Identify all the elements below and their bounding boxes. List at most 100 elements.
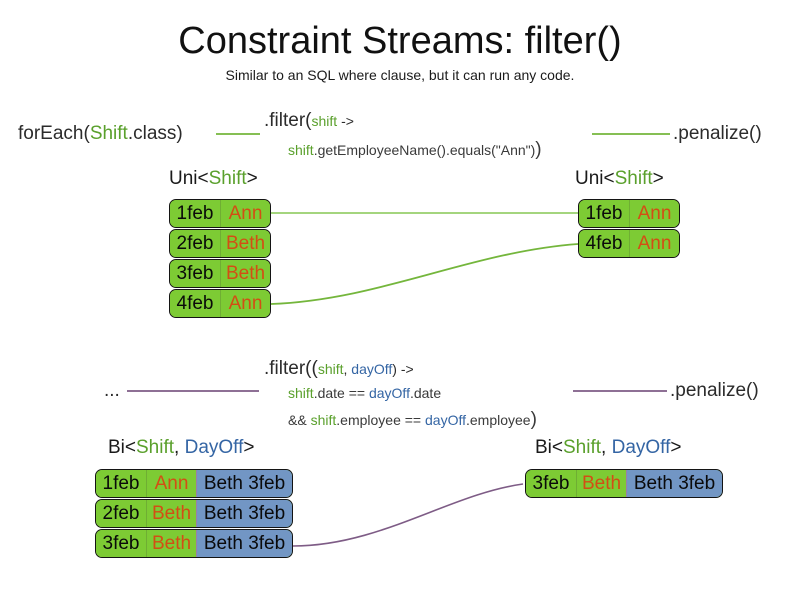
tuple-dayoff-cell: Beth 3feb bbox=[197, 470, 292, 497]
cell-divider bbox=[576, 470, 577, 497]
bi-out-type-b: DayOff bbox=[611, 437, 671, 458]
cell-divider-join bbox=[196, 470, 197, 497]
tuple-name-cell: Beth bbox=[147, 500, 196, 527]
uni-out-prefix: Uni< bbox=[575, 168, 615, 189]
bi-filter-l2-end: .date bbox=[409, 385, 442, 401]
bi-link-3feb bbox=[292, 483, 524, 547]
cell-divider bbox=[220, 290, 221, 317]
cell-divider bbox=[146, 500, 147, 527]
bi-source-ellipsis: ... bbox=[104, 380, 120, 402]
bi-penalize-label: .penalize() bbox=[670, 380, 759, 401]
uni-link-4feb bbox=[270, 243, 579, 305]
uni-in-tuple-3[interactable]: 4feb Ann bbox=[169, 289, 271, 318]
bi-filter-l2-mid: .date == bbox=[313, 385, 369, 401]
bi-in-suffix: > bbox=[243, 437, 255, 458]
tuple-shift-cell: 1feb bbox=[96, 470, 146, 497]
cell-divider bbox=[220, 230, 221, 257]
bi-in-tuple-2[interactable]: 3feb Beth Beth 3feb bbox=[95, 529, 293, 558]
bi-filter-close-paren: ) bbox=[530, 409, 537, 430]
bi-out-prefix: Bi< bbox=[535, 437, 563, 458]
uni-filter-body-var: shift bbox=[288, 142, 314, 158]
uni-in-stream-label: Uni<Shift> bbox=[169, 168, 258, 190]
bi-filter-l3-mid: .employee == bbox=[336, 412, 425, 428]
tuple-name-cell: Beth bbox=[221, 260, 270, 287]
bi-filter-l3-var-b: dayOff bbox=[425, 412, 466, 428]
bi-in-stream-label: Bi<Shift, DayOff> bbox=[108, 437, 254, 459]
bi-in-tuple-0[interactable]: 1feb Ann Beth 3feb bbox=[95, 469, 293, 498]
tuple-dayoff-cell: Beth 3feb bbox=[197, 530, 292, 557]
uni-penalize-expression: .penalize() bbox=[673, 123, 762, 145]
bi-out-comma: , bbox=[601, 437, 612, 458]
tuple-name-cell: Beth bbox=[577, 470, 626, 497]
bi-penalize-expression: .penalize() bbox=[670, 380, 759, 402]
cell-divider-join bbox=[626, 470, 627, 497]
uni-filter-expression-line1: .filter(shift -> bbox=[264, 110, 354, 132]
bi-filter-l3-end: .employee bbox=[466, 412, 531, 428]
uni-in-tuple-1[interactable]: 2feb Beth bbox=[169, 229, 271, 258]
uni-filter-param: shift bbox=[311, 113, 338, 129]
bi-filter-params-close: ) -> bbox=[392, 361, 414, 377]
uni-in-tuple-0[interactable]: 1feb Ann bbox=[169, 199, 271, 228]
tuple-shift-cell: 2feb bbox=[96, 500, 146, 527]
tuple-name-cell: Beth bbox=[147, 530, 196, 557]
bi-out-stream-label: Bi<Shift, DayOff> bbox=[535, 437, 681, 459]
bi-filter-expression-line1: .filter((shift, dayOff) -> bbox=[264, 358, 414, 380]
bi-filter-l2-var-a: shift bbox=[288, 385, 314, 401]
cell-divider bbox=[220, 200, 221, 227]
tuple-name-cell: Beth bbox=[221, 230, 270, 257]
uni-filter-arrow: -> bbox=[337, 113, 354, 129]
tuple-name-cell: Ann bbox=[147, 470, 196, 497]
cell-divider bbox=[146, 530, 147, 557]
cell-divider bbox=[629, 200, 630, 227]
uni-out-suffix: > bbox=[652, 168, 664, 189]
uni-filter-body-rest: .getEmployeeName().equals("Ann") bbox=[313, 142, 536, 158]
tuple-shift-cell: 4feb bbox=[170, 290, 220, 317]
uni-out-tuple-0[interactable]: 1feb Ann bbox=[578, 199, 680, 228]
bi-in-type-b: DayOff bbox=[184, 437, 244, 458]
tuple-shift-cell: 4feb bbox=[579, 230, 629, 257]
cell-divider bbox=[629, 230, 630, 257]
bi-filter-l3-var-a: shift bbox=[310, 412, 337, 428]
page-title: Constraint Streams: filter() bbox=[178, 20, 622, 62]
tuple-name-cell: Ann bbox=[221, 290, 270, 317]
uni-in-type: Shift bbox=[208, 168, 247, 189]
bi-in-comma: , bbox=[174, 437, 185, 458]
page-subtitle: Similar to an SQL where clause, but it c… bbox=[225, 67, 575, 83]
cell-divider bbox=[146, 470, 147, 497]
uni-in-prefix: Uni< bbox=[169, 168, 209, 189]
tuple-shift-cell: 1feb bbox=[170, 200, 220, 227]
tuple-shift-cell: 3feb bbox=[170, 260, 220, 287]
uni-out-type: Shift bbox=[614, 168, 653, 189]
uni-filter-expression-line2: shift.getEmployeeName().equals("Ann")) bbox=[288, 139, 542, 161]
bi-filter-l3-pre: && bbox=[288, 412, 311, 428]
tuple-shift-cell: 3feb bbox=[96, 530, 146, 557]
uni-out-stream-label: Uni<Shift> bbox=[575, 168, 664, 190]
bi-filter-param-b: dayOff bbox=[351, 361, 393, 377]
bi-filter-expression-line3: && shift.employee == dayOff.employee) bbox=[288, 409, 537, 431]
bi-out-tuple-0[interactable]: 3feb Beth Beth 3feb bbox=[525, 469, 723, 498]
bi-source-label: ... bbox=[104, 380, 120, 401]
tuple-dayoff-cell: Beth 3feb bbox=[197, 500, 292, 527]
tuple-shift-cell: 2feb bbox=[170, 230, 220, 257]
tuple-dayoff-cell: Beth 3feb bbox=[627, 470, 722, 497]
bi-out-suffix: > bbox=[670, 437, 682, 458]
foreach-type: Shift bbox=[89, 123, 128, 144]
bi-in-tuple-1[interactable]: 2feb Beth Beth 3feb bbox=[95, 499, 293, 528]
uni-in-tuple-2[interactable]: 3feb Beth bbox=[169, 259, 271, 288]
tuple-shift-cell: 1feb bbox=[579, 200, 629, 227]
uni-filter-close-paren: ) bbox=[535, 139, 542, 160]
uni-filter-head: .filter( bbox=[264, 110, 312, 131]
bi-filter-param-comma: , bbox=[343, 361, 352, 377]
tuple-name-cell: Ann bbox=[221, 200, 270, 227]
cell-divider-join bbox=[196, 500, 197, 527]
cell-divider bbox=[220, 260, 221, 287]
bi-in-type-a: Shift bbox=[136, 437, 175, 458]
bi-filter-head: .filter(( bbox=[264, 358, 318, 379]
foreach-suffix: .class) bbox=[127, 123, 183, 144]
uni-in-suffix: > bbox=[246, 168, 258, 189]
foreach-prefix: forEach( bbox=[18, 123, 90, 144]
tuple-shift-cell: 3feb bbox=[526, 470, 576, 497]
tuple-name-cell: Ann bbox=[630, 200, 679, 227]
uni-out-tuple-1[interactable]: 4feb Ann bbox=[578, 229, 680, 258]
